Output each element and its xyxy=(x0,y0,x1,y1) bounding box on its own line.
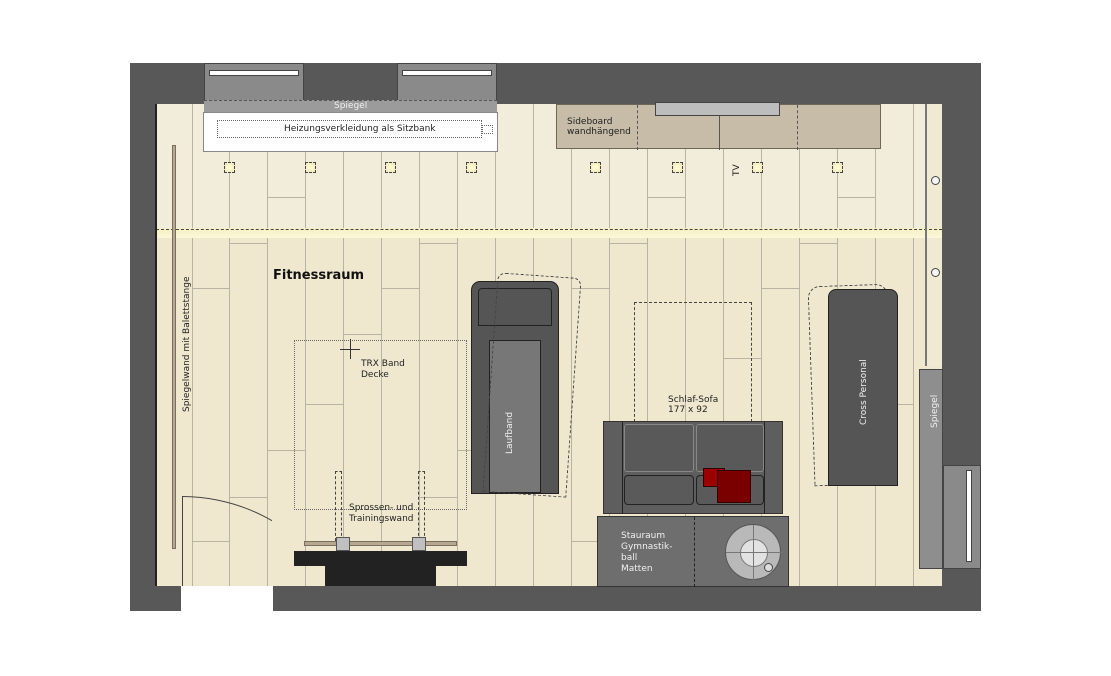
training-bench-base xyxy=(325,566,436,586)
wall-bars-label-2: Trainingswand xyxy=(349,514,414,524)
crosshair-icon-v xyxy=(350,339,351,359)
sofa-label-1: Schlaf-Sofa xyxy=(668,395,719,405)
treadmill[interactable] xyxy=(471,281,559,494)
wall-bar-post-right xyxy=(418,471,425,541)
ceiling-line xyxy=(156,228,942,238)
door-opening xyxy=(181,586,273,612)
recessed-light-icon xyxy=(752,162,763,173)
window-left xyxy=(204,63,304,105)
recessed-light-icon xyxy=(672,162,683,173)
left-wall-inner-line xyxy=(155,104,157,586)
trx-label-2: Decke xyxy=(361,370,389,380)
storage-label-2: Gymnastik- xyxy=(621,542,673,552)
recessed-light-icon xyxy=(385,162,396,173)
ceiling-line-stroke xyxy=(156,229,942,230)
wall-bars-bracket-right xyxy=(412,537,426,551)
recessed-light-icon xyxy=(466,162,477,173)
trx-zone xyxy=(294,340,467,510)
room-name: Fitnessraum xyxy=(273,268,365,283)
training-bench xyxy=(294,551,467,566)
recessed-light-icon xyxy=(305,162,316,173)
right-wall-inner-line xyxy=(925,104,927,366)
treadmill-alt-position xyxy=(482,272,582,498)
recessed-light-icon xyxy=(590,162,601,173)
power-outlet-icon xyxy=(931,268,940,277)
wall-bars-label-1: Sprossen- und xyxy=(349,503,414,513)
mirror-right-label: Spiegel xyxy=(930,394,940,428)
heating-bench-label: Heizungsverkleidung als Sitzbank xyxy=(284,124,436,134)
window-right-wall xyxy=(943,465,981,569)
gym-ball-icon xyxy=(725,524,782,581)
sofa-bed-extended-outline xyxy=(634,302,752,422)
heating-bench xyxy=(203,112,498,152)
mirror-right xyxy=(919,369,943,569)
storage-label-3: ball xyxy=(621,553,638,563)
sofa-label-2: 177 x 92 xyxy=(668,405,708,415)
wall-bars-bracket-left xyxy=(336,537,350,551)
storage-unit[interactable] xyxy=(597,516,789,587)
sideboard-label-1: Sideboard xyxy=(567,117,613,127)
recessed-light-icon xyxy=(832,162,843,173)
recessed-light-icon xyxy=(224,162,235,173)
ballet-bar xyxy=(172,145,176,549)
sofa-bed[interactable] xyxy=(603,421,783,514)
wall-bar-post-left xyxy=(335,471,342,541)
tv-label: TV xyxy=(732,164,742,176)
treadmill-label: Laufband xyxy=(505,411,515,454)
mirror-top-label: Spiegel xyxy=(334,101,368,111)
window-right xyxy=(397,63,497,105)
storage-label-4: Matten xyxy=(621,564,653,574)
wall-bars-rail xyxy=(304,541,457,546)
cross-trainer-label: Cross Personal xyxy=(859,359,869,425)
power-outlet-icon xyxy=(931,176,940,185)
cross-trainer[interactable] xyxy=(828,289,898,486)
window-niche xyxy=(204,100,497,112)
red-cushion-2 xyxy=(717,470,751,503)
tv-unit xyxy=(655,102,780,116)
sideboard-label-2: wandhängend xyxy=(567,127,631,137)
mirror-wall-label: Spiegelwand mit Balettstange xyxy=(182,276,192,413)
trx-label-1: TRX Band xyxy=(361,359,405,369)
storage-label-1: Stauraum xyxy=(621,531,666,541)
